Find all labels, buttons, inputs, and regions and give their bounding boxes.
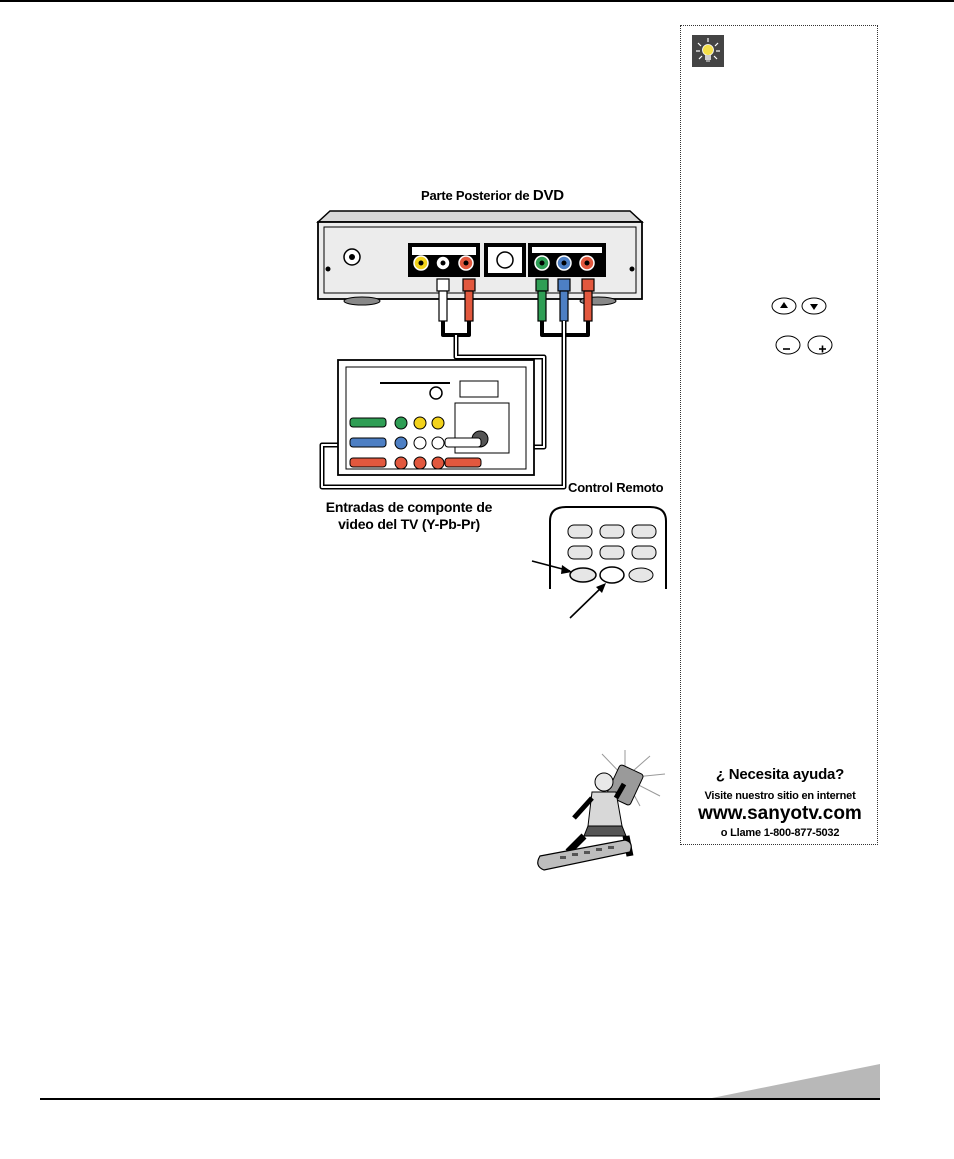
help-phone-text: o Llame 1-800-877-5032 — [720, 827, 840, 839]
remote-key-glyphs — [771, 297, 833, 355]
mascot-surfing-remote-illustration — [537, 750, 666, 871]
tv-plugs — [349, 417, 482, 468]
remote-control-fragment — [531, 506, 667, 619]
connection-diagram — [316, 210, 667, 619]
remote-caption: Control Remoto — [568, 480, 664, 495]
tv-inputs-caption-line2: video del TV (Y-Pb-Pr) — [338, 516, 480, 532]
help-url-link[interactable]: www.sanyotv.com — [698, 803, 862, 824]
page-corner-wedge — [712, 1064, 880, 1098]
help-visit-text: Visite nuestro sitio en internet — [704, 790, 856, 802]
arrow-down-button-icon — [801, 297, 827, 315]
tips-sidebar: ¿ Necesita ayuda? Visite nuestro sitio e… — [680, 25, 878, 845]
minus-button-icon — [775, 335, 801, 355]
dvd-rear-caption: Parte Posterior de DVD — [421, 187, 564, 204]
tv-inputs-caption: Entradas de componte de video del TV (Y-… — [298, 499, 520, 533]
bottom-rule — [40, 1098, 880, 1100]
dvd-caption-prefix: Parte Posterior de — [421, 188, 530, 203]
arrow-up-button-icon — [771, 297, 797, 315]
help-title: ¿ Necesita ayuda? — [715, 766, 845, 783]
tv-inputs-caption-line1: Entradas de componte de — [325, 499, 493, 515]
top-rule — [0, 0, 954, 2]
lightbulb-icon — [692, 35, 724, 67]
dvd-caption-brand: DVD — [532, 187, 564, 204]
plus-button-icon — [807, 335, 833, 355]
